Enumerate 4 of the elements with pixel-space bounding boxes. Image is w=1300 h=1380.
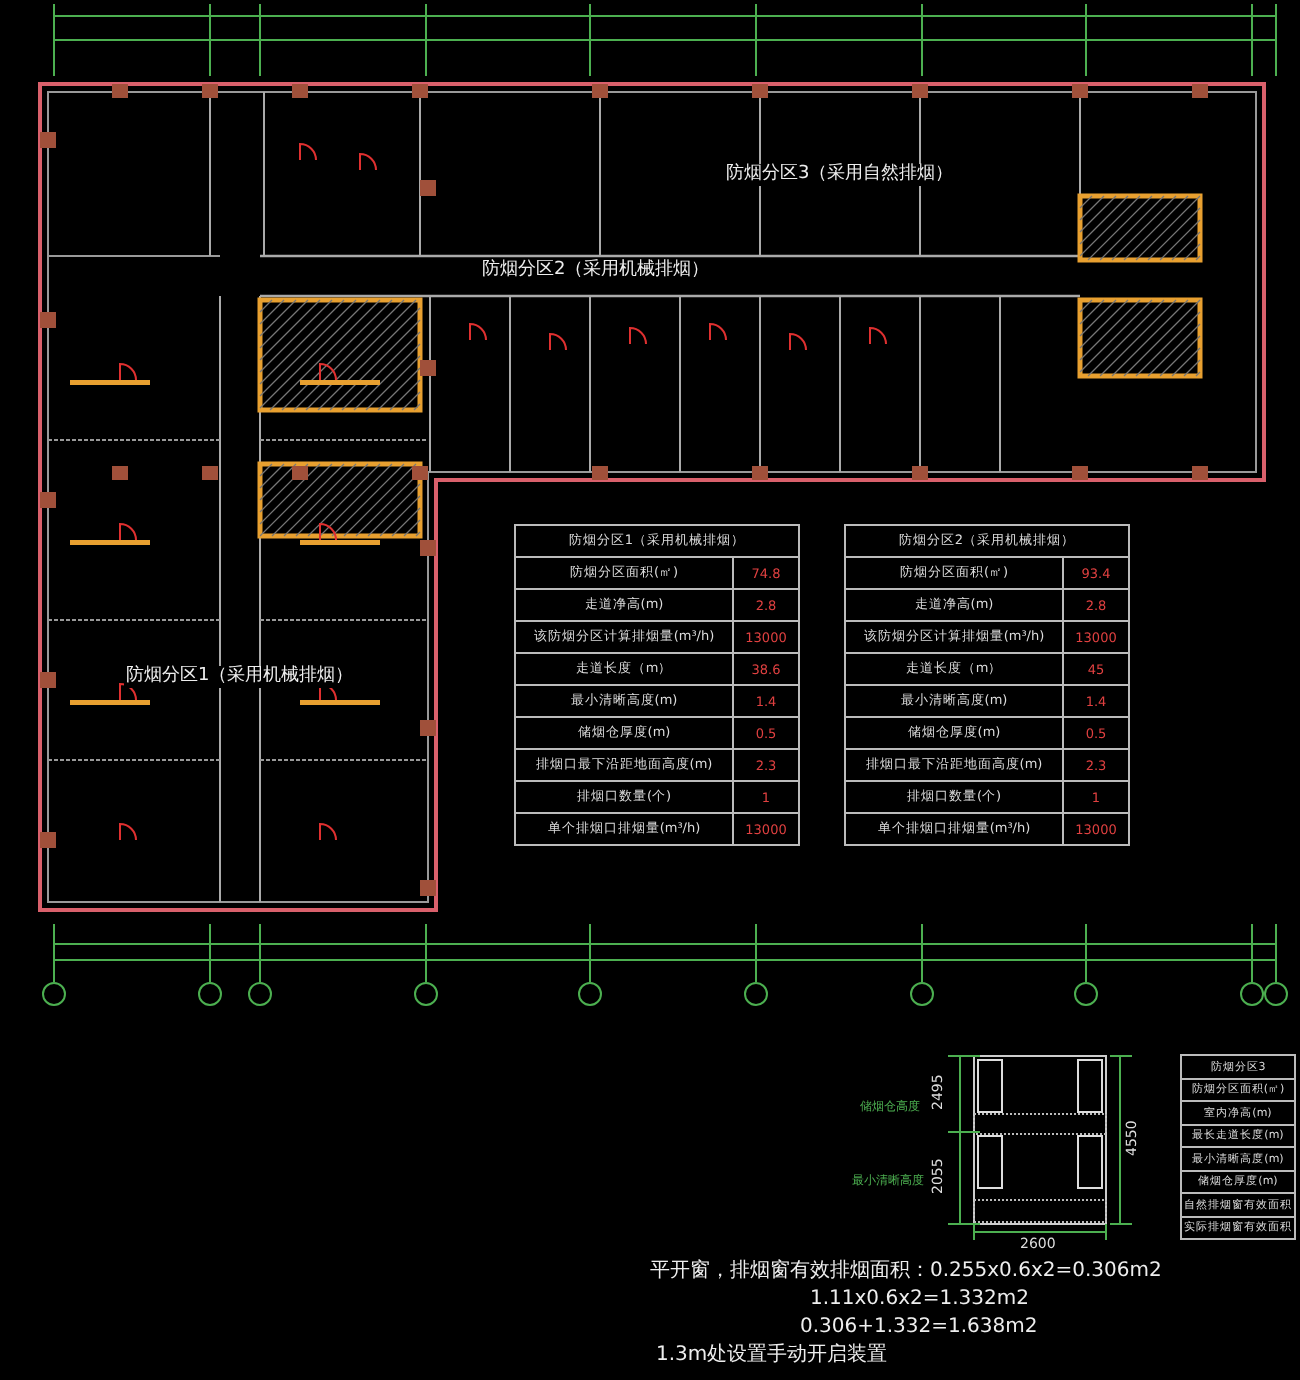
formula-text: 1.11x0.6x2=1.332m2 (810, 1290, 1029, 1310)
formula-text: 1.3m处设置手动开启装置 (656, 1346, 888, 1366)
formula-text: 平开窗，排烟窗有效排烟面积：0.255x0.6x2=0.306m2 (650, 1262, 1162, 1282)
formula-text: 0.306+1.332=1.638m2 (800, 1318, 1038, 1338)
